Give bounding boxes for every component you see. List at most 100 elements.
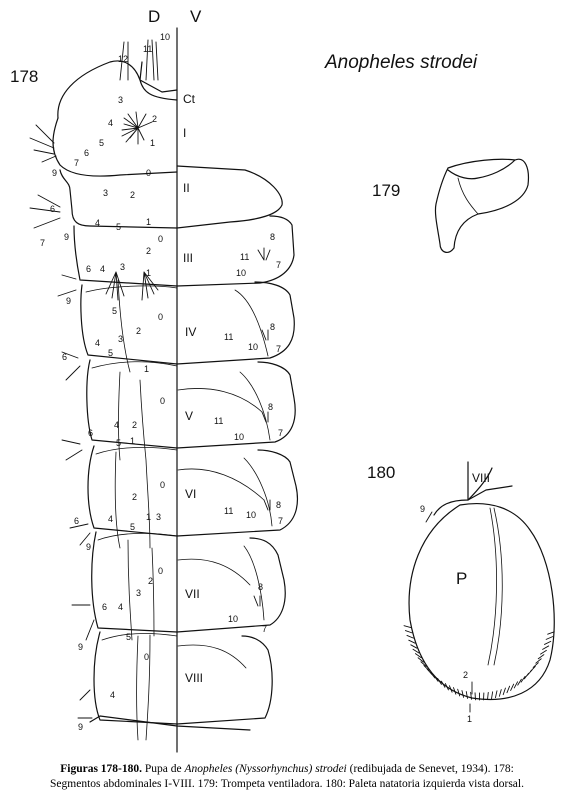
paddle-fringe-hair [544, 640, 552, 645]
svg-text:6: 6 [88, 428, 93, 438]
ventral-label: V [190, 7, 202, 26]
svg-text:1: 1 [150, 138, 155, 148]
segment-label-ct: Ct [183, 92, 196, 106]
paddle-fringe-hair [532, 662, 539, 668]
figure-179-label: 179 [372, 181, 400, 200]
segment-label-VIII: VIII [185, 671, 203, 685]
svg-text:6: 6 [84, 148, 89, 158]
figure-180-label: 180 [367, 463, 395, 482]
svg-text:4: 4 [114, 420, 119, 430]
svg-text:7: 7 [276, 260, 281, 270]
paddle-fringe-hair [520, 675, 526, 683]
segment-V-outline [86, 359, 296, 449]
segment-label-V: V [185, 409, 193, 423]
svg-text:4: 4 [95, 218, 100, 228]
svg-text:7: 7 [40, 238, 45, 248]
svg-text:0: 0 [160, 396, 165, 406]
svg-text:5: 5 [99, 138, 104, 148]
segment-III-outline [73, 215, 295, 287]
species-title: Anopheles strodei [324, 52, 478, 73]
paddle-fringe-hair [412, 648, 420, 654]
svg-text:7: 7 [276, 344, 281, 354]
paddle-fringe-hair [408, 639, 416, 644]
paddle-fringe [403, 625, 555, 701]
paddle-label: P [456, 569, 467, 588]
svg-text:5: 5 [116, 222, 121, 232]
svg-text:6: 6 [74, 516, 79, 526]
paddle-outline [408, 502, 555, 701]
paddle-seta-9 [425, 511, 433, 523]
svg-text:1: 1 [144, 364, 149, 374]
paddle-midrib [487, 507, 503, 666]
paddle-fringe-hair [547, 631, 555, 635]
paddle-fringe-hair [495, 690, 498, 699]
segment-VI-outline [87, 445, 299, 537]
paddle-fringe-hair [417, 657, 425, 663]
svg-text:5: 5 [116, 438, 121, 448]
paddle-fringe-hair [523, 672, 530, 680]
paddle-fringe-hair [404, 630, 413, 634]
svg-text:9: 9 [78, 722, 83, 732]
svg-text:6: 6 [102, 602, 107, 612]
seta-numbers-V: 0 2 4 5 1 6 11 10 8 7 [88, 396, 283, 448]
seta-tufts [29, 39, 271, 719]
seta-numbers-VI: 0 2 3 4 1 5 6 9 11 10 8 7 [74, 480, 283, 552]
svg-text:8: 8 [258, 582, 263, 592]
svg-text:1: 1 [146, 217, 151, 227]
svg-text:6: 6 [62, 352, 67, 362]
svg-text:11: 11 [214, 416, 223, 426]
paddle-fringe-hair [540, 649, 547, 655]
paddle-fringe-hair [487, 692, 489, 700]
seta-numbers-VII: 0 2 3 6 4 5 9 10 8 7 [78, 566, 267, 652]
svg-text:5: 5 [112, 306, 117, 316]
seta-numbers-II: 0 3 2 1 4 5 6 7 9 [40, 168, 151, 248]
seta-numbers-III: 0 2 3 4 6 1 5 9 11 8 10 7 [66, 232, 281, 316]
svg-text:0: 0 [160, 480, 165, 490]
inner-rim-VII [101, 632, 178, 641]
svg-text:9: 9 [64, 232, 69, 242]
ct-inner-lines [139, 61, 178, 93]
svg-text:9: 9 [52, 168, 57, 178]
paddle-fringe-hair [506, 685, 511, 694]
svg-text:11: 11 [240, 252, 249, 262]
svg-text:10: 10 [246, 510, 256, 520]
paddle-fringe-hair [491, 691, 494, 700]
paddle-fringe-hair [502, 687, 506, 696]
svg-text:0: 0 [146, 168, 151, 178]
paddle-fringe-hair [420, 661, 427, 667]
paddle-drawing: P VIII 9 2 1 [403, 461, 555, 724]
svg-text:2: 2 [148, 576, 153, 586]
segment-VIII-outline [93, 631, 273, 725]
svg-text:4: 4 [108, 118, 113, 128]
inner-rim-III [85, 285, 178, 293]
svg-text:11: 11 [224, 506, 233, 516]
paddle-fringe-hair [423, 665, 430, 671]
svg-text:7: 7 [278, 516, 283, 526]
paddle-fringe-hair [465, 691, 468, 699]
svg-text:2: 2 [152, 114, 157, 124]
anatomical-figure: Anopheles strodei 178 179 180 D V [10, 7, 555, 753]
svg-text:2: 2 [132, 420, 137, 430]
long-setae [114, 279, 151, 741]
caption-species: Anopheles (Nyssorhynchus) strodei [184, 763, 347, 775]
paddle-fringe-hair [461, 690, 465, 698]
svg-text:8: 8 [268, 402, 273, 412]
dorsal-label: D [148, 7, 160, 26]
svg-text:3: 3 [118, 334, 123, 344]
svg-text:8: 8 [270, 322, 275, 332]
svg-text:9: 9 [66, 296, 71, 306]
paddle-fringe-hair [535, 658, 542, 664]
svg-text:4: 4 [110, 690, 115, 700]
long-setae-inner [139, 379, 155, 637]
inner-rim-IV [91, 361, 178, 369]
svg-text:10: 10 [248, 342, 258, 352]
paddle-fringe-hair [510, 683, 515, 691]
svg-text:8: 8 [270, 232, 275, 242]
inner-rim-VI [97, 532, 178, 541]
svg-text:2: 2 [136, 326, 141, 336]
paddle-fringe-hair [517, 678, 522, 686]
svg-text:1: 1 [146, 512, 151, 522]
paddle-fringe-hair [448, 685, 453, 693]
svg-text:10: 10 [228, 614, 238, 624]
paddle-fringe-hair [406, 634, 414, 639]
